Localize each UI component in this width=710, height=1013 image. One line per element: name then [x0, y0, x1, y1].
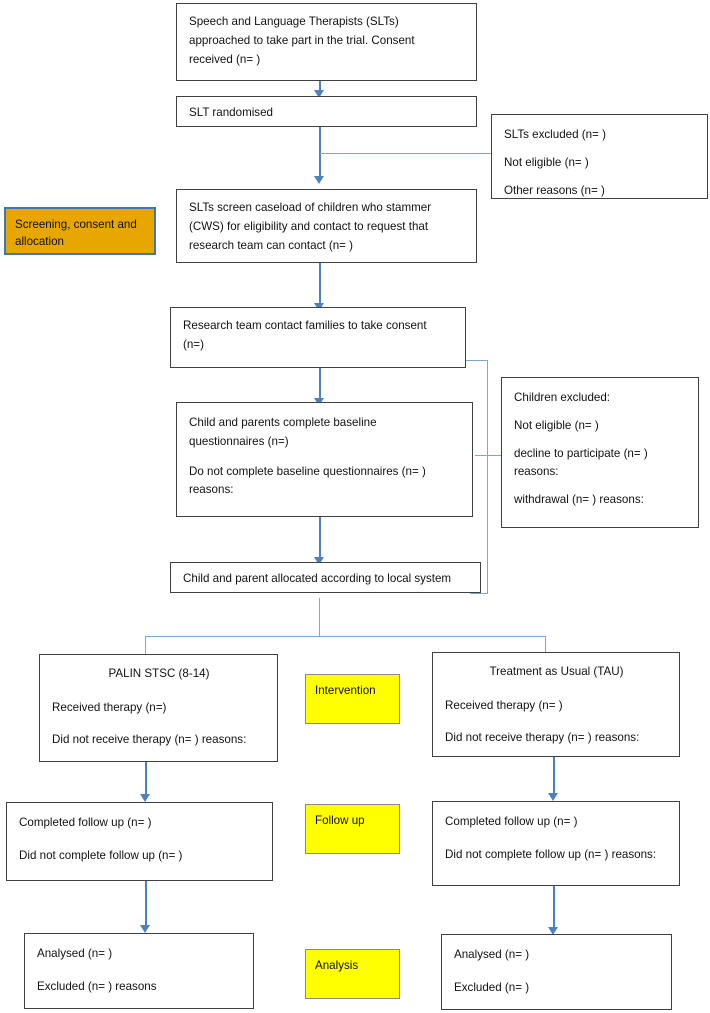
arrowhead-left-followup [140, 794, 150, 802]
node-recruitment-line-3: received (n= ) [189, 52, 261, 66]
node-recruitment: Speech and Language Therapists (SLTs) ap… [176, 3, 477, 81]
node-allocation: Child and parent allocated according to … [170, 562, 481, 593]
node-children-excluded: Children excluded: Not eligible (n= ) de… [501, 377, 699, 528]
stage-label-followup: Follow up [305, 804, 400, 854]
connector-consent-to-baseline [319, 368, 321, 402]
stage-label-analysis-text: Analysis [315, 959, 359, 972]
node-arm-left-analysis: Analysed (n= ) Excluded (n= ) reasons [24, 933, 254, 1009]
node-baseline-p1-line-1: Child and parents complete baseline [189, 416, 377, 429]
node-slts-excluded-line-2: Not eligible (n= ) [504, 155, 589, 169]
node-consent-line-1: Research team contact families to take c… [183, 319, 427, 332]
node-children-excluded-line-1: Not eligible (n= ) [514, 418, 599, 432]
node-arm-right-intervention-line-2: Did not receive therapy (n= ) reasons: [445, 730, 640, 744]
node-arm-left-analysis-line-1: Analysed (n= ) [37, 947, 113, 960]
arrowhead-right-analysis [548, 927, 558, 935]
node-baseline-p2-line-2: reasons: [189, 483, 234, 497]
connector-randomisation-to-screening [319, 127, 321, 177]
node-recruitment-line-2: approached to take part in the trial. Co… [189, 33, 415, 47]
node-screening-line-3: research team can contact (n= ) [189, 238, 353, 252]
stage-label-screening: Screening, consent and allocation [4, 207, 156, 255]
arrowhead-randomisation [314, 90, 324, 98]
connector-allocation-to-rail [470, 593, 488, 595]
node-children-excluded-heading: Children excluded: [514, 391, 611, 404]
connector-right-followup-to-analysis [553, 886, 555, 931]
node-arm-right-analysis-line-2: Excluded (n= ) [454, 980, 530, 994]
node-arm-right-analysis: Analysed (n= ) Excluded (n= ) [441, 934, 672, 1010]
connector-screening-to-consent [319, 263, 321, 305]
connector-allocation-drop [319, 598, 321, 636]
node-recruitment-line-1: Speech and Language Therapists (SLTs) [189, 15, 399, 28]
node-baseline: Child and parents complete baseline ques… [176, 402, 473, 517]
node-allocation-line-1: Child and parent allocated according to … [183, 572, 452, 585]
arrowhead-right-followup [548, 793, 558, 801]
connector-allocation-split-bar [145, 636, 546, 638]
node-arm-left-intervention-title: PALIN STSC (8-14) [108, 667, 210, 680]
arrowhead-screening [314, 176, 324, 184]
node-arm-left-followup-line-1: Completed follow up (n= ) [19, 816, 152, 829]
node-slts-excluded-line-1: SLTs excluded (n= ) [504, 128, 606, 141]
node-arm-left-intervention-line-2: Did not receive therapy (n= ) reasons: [52, 732, 247, 746]
connector-branch-slts-excluded [320, 153, 492, 155]
node-arm-right-analysis-line-1: Analysed (n= ) [454, 948, 530, 961]
node-screening-line-1: SLTs screen caseload of children who sta… [189, 201, 432, 214]
connector-recruitment-to-randomisation [319, 81, 321, 92]
node-arm-left-followup: Completed follow up (n= ) Did not comple… [6, 802, 273, 881]
stage-label-intervention: Intervention [305, 674, 400, 724]
stage-label-followup-text: Follow up [315, 814, 365, 827]
connector-split-left-drop [145, 636, 147, 654]
arrowhead-allocation [314, 557, 324, 565]
connector-left-followup-to-analysis [145, 881, 147, 929]
node-screening: SLTs screen caseload of children who sta… [176, 189, 477, 263]
node-baseline-p1-line-2: questionnaires (n=) [189, 434, 289, 448]
node-randomisation-line-1: SLT randomised [189, 106, 273, 119]
node-consent: Research team contact families to take c… [170, 307, 466, 368]
node-screening-line-2: (CWS) for eligibility and contact to req… [189, 219, 429, 233]
node-arm-right-intervention: Treatment as Usual (TAU) Received therap… [432, 652, 680, 757]
node-arm-left-analysis-line-2: Excluded (n= ) reasons [37, 979, 157, 993]
node-slts-excluded: SLTs excluded (n= ) Not eligible (n= ) O… [491, 114, 708, 199]
stage-label-analysis: Analysis [305, 949, 400, 999]
node-arm-right-intervention-line-1: Received therapy (n= ) [445, 698, 563, 712]
stage-label-intervention-text: Intervention [315, 684, 376, 697]
node-children-excluded-line-2a: decline to participate (n= ) [514, 446, 648, 460]
node-children-excluded-line-3: withdrawal (n= ) reasons: [514, 493, 644, 507]
connector-rail-children-excluded [487, 360, 489, 594]
stage-label-screening-text: Screening, consent and allocation [15, 218, 137, 249]
node-arm-left-intervention: PALIN STSC (8-14) Received therapy (n=) … [39, 654, 278, 762]
connector-baseline-to-allocation [319, 517, 321, 562]
node-children-excluded-line-2b: reasons: [514, 465, 559, 479]
node-arm-left-intervention-line-1: Received therapy (n=) [52, 700, 167, 714]
connector-split-right-drop [545, 636, 547, 654]
node-arm-right-followup-line-1: Completed follow up (n= ) [445, 815, 578, 828]
connector-left-intervention-to-followup [145, 762, 147, 798]
node-randomisation: SLT randomised [176, 96, 477, 127]
node-consent-line-2: (n=) [183, 337, 204, 351]
node-baseline-p2-line-1: Do not complete baseline questionnaires … [189, 464, 426, 478]
connector-right-intervention-to-followup [553, 757, 555, 797]
node-arm-left-followup-line-2: Did not complete follow up (n= ) [19, 848, 183, 862]
arrowhead-left-analysis [140, 925, 150, 933]
connector-rail-to-children-excluded [475, 455, 502, 457]
node-slts-excluded-line-3: Other reasons (n= ) [504, 183, 605, 197]
node-arm-right-intervention-title: Treatment as Usual (TAU) [489, 665, 624, 678]
node-arm-right-followup: Completed follow up (n= ) Did not comple… [432, 801, 680, 886]
connector-consent-to-rail [466, 360, 488, 362]
node-arm-right-followup-line-2: Did not complete follow up (n= ) reasons… [445, 847, 657, 861]
